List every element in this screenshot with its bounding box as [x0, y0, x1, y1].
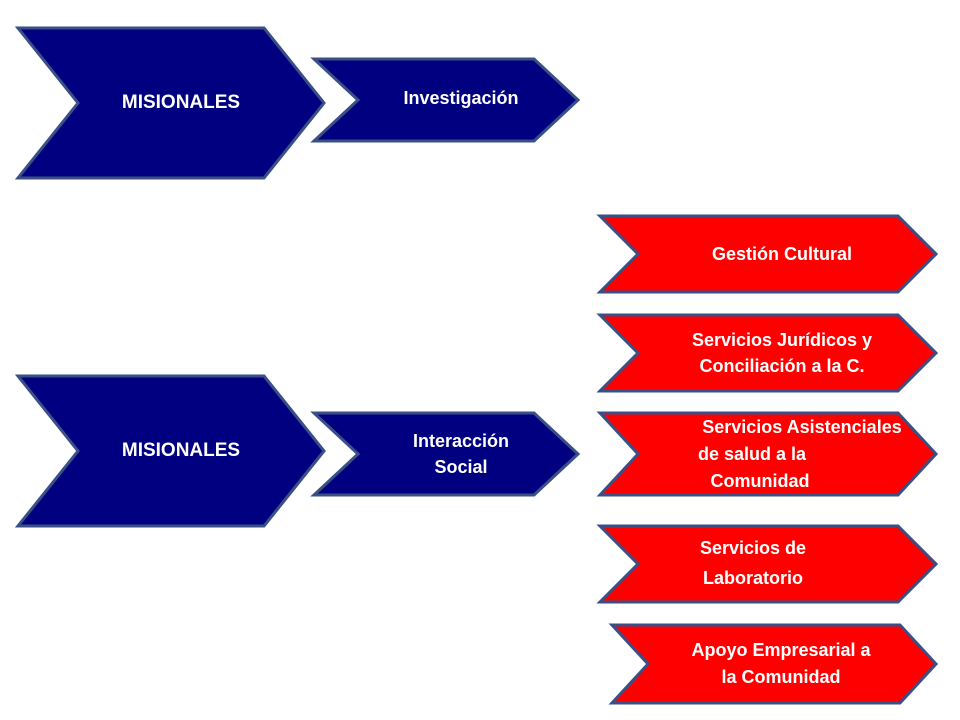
investigacion-label: Investigación	[403, 87, 519, 108]
service-line: Servicios Asistenciales	[702, 416, 902, 437]
service-servicios-juridicos: Servicios Jurídicos y Conciliación a la …	[596, 313, 939, 393]
misionales-chevron-top: MISIONALES	[14, 26, 326, 180]
service-servicios-asistenciales: Servicios Asistenciales de salud a la Co…	[596, 411, 939, 497]
interaccion-social-line1: Interacción	[412, 430, 510, 451]
service-line: Laboratorio	[702, 568, 803, 588]
service-label: Servicios Asistenciales de salud a la Co…	[634, 414, 902, 495]
misionales-chevron-bottom: MISIONALES	[14, 374, 326, 528]
service-label: Servicios Jurídicos y Conciliación a la …	[664, 327, 872, 379]
interaccion-social-line2: Social	[434, 457, 488, 477]
service-line: Servicios Jurídicos y	[691, 329, 873, 350]
chevron-shape	[310, 411, 581, 497]
chevron-shape	[596, 524, 939, 604]
service-apoyo-empresarial: Apoyo Empresarial a la Comunidad	[608, 623, 939, 705]
chevron-shape	[596, 411, 939, 497]
chevron-shape	[596, 313, 939, 393]
misionales-label-bottom: MISIONALES	[121, 440, 241, 462]
interaccion-social-chevron: Interacción Social	[310, 411, 581, 497]
interaccion-social-label: Interacción Social	[383, 428, 509, 480]
investigacion-chevron: Investigación	[310, 57, 581, 143]
service-line: Conciliación a la C.	[699, 356, 865, 376]
chevron-shape	[310, 57, 581, 143]
service-line: la Comunidad	[721, 667, 841, 687]
service-servicios-laboratorio: Servicios de Laboratorio	[596, 524, 939, 604]
service-gestion-cultural: Gestión Cultural	[596, 214, 939, 294]
service-label: Gestión Cultural	[684, 241, 852, 267]
chevron-shape	[596, 214, 939, 294]
service-label: Servicios de Laboratorio	[672, 534, 806, 593]
service-label: Apoyo Empresarial a la Comunidad	[663, 637, 870, 691]
service-line: Gestión Cultural	[711, 243, 852, 264]
chevron-shape	[14, 26, 326, 180]
service-line: Comunidad	[710, 470, 810, 491]
service-line: Servicios de	[699, 538, 807, 559]
chevron-shape	[608, 623, 939, 705]
service-line: Apoyo Empresarial a	[691, 640, 871, 660]
misionales-label-top: MISIONALES	[121, 92, 241, 114]
service-line: de salud a la	[697, 443, 807, 464]
chevron-shape	[14, 374, 326, 528]
